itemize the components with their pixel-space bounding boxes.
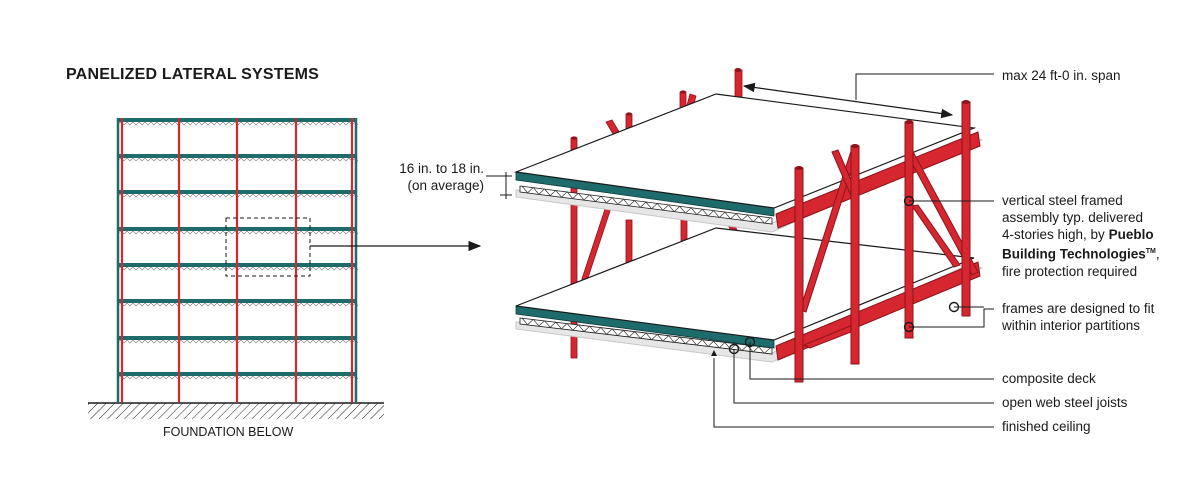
partitions-callout-line1: frames are designed to fit	[1002, 301, 1155, 316]
callout-markers	[728, 195, 960, 355]
partitions-callout: frames are designed to fit within interi…	[1002, 300, 1154, 334]
ceiling-pointer	[711, 350, 717, 356]
open-web-joists-label: open web steel joists	[1002, 395, 1128, 410]
isometric-assembly	[513, 68, 994, 428]
detail-callout-box	[225, 217, 311, 277]
building-elevation	[88, 118, 384, 419]
trademark-mark: TM	[1145, 248, 1156, 255]
ground-hatch	[88, 403, 384, 419]
frame-callout-line5: fire protection required	[1002, 263, 1138, 279]
slab-thickness-dimension	[486, 172, 512, 199]
slab-depth-note: (on average)	[407, 178, 484, 193]
front-steel-frame	[571, 68, 981, 383]
elevation-columns	[120, 118, 354, 402]
composite-deck-label: composite deck	[1002, 371, 1096, 386]
partitions-callout-line2: within interior partitions	[1002, 318, 1141, 333]
span-label: max 24 ft-0 in. span	[1002, 68, 1121, 83]
upper-floor-slab	[513, 93, 984, 233]
frame-callout-line2: assembly typ. delivered	[1002, 210, 1144, 225]
slab-depth-label: 16 in. to 18 in. (on average)	[384, 160, 484, 194]
frame-callout-line1: vertical steel framed	[1002, 193, 1123, 208]
frame-callout-line3: 4-stories high, by Pueblo	[1002, 227, 1154, 242]
frame-callout: vertical steel framed assembly typ. deli…	[1002, 192, 1160, 280]
slab-depth-value: 16 in. to 18 in.	[399, 161, 484, 176]
brand-name-2: Building Technologies	[1002, 246, 1146, 262]
diagram-title: PANELIZED LATERAL SYSTEMS	[66, 66, 320, 83]
brand-name: Pueblo	[1108, 227, 1154, 242]
foundation-label: FOUNDATION BELOW	[163, 425, 294, 439]
frame-callout-line4: Building TechnologiesTM,	[1002, 246, 1160, 262]
span-dimension-arrow	[742, 82, 954, 119]
finished-ceiling-label: finished ceiling	[1002, 419, 1091, 434]
callout-leaders	[713, 73, 994, 428]
